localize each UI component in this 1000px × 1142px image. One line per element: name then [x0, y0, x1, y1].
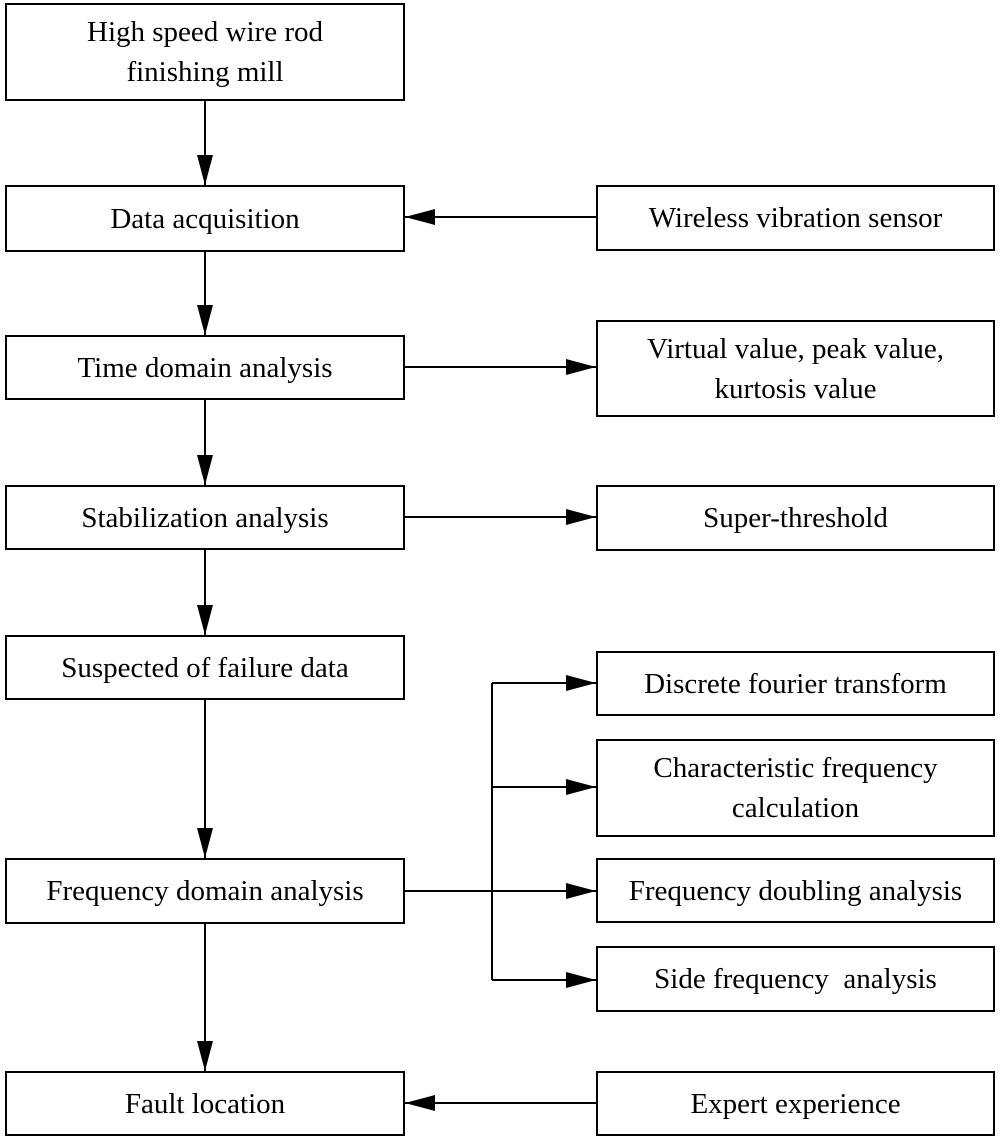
node-dft-label: Discrete fourier transform [644, 667, 947, 700]
node-stabilization-label: Stabilization analysis [81, 501, 329, 534]
node-suspected-label: Suspected of failure data [61, 651, 349, 684]
node-side-frequency-analysis: Side frequency analysis [596, 946, 995, 1012]
node-time-domain-label: Time domain analysis [77, 351, 333, 384]
node-data-acquisition: Data acquisition [5, 185, 405, 252]
node-data-acquisition-label: Data acquisition [110, 202, 300, 235]
node-side-freq-label: Side frequency analysis [654, 963, 937, 995]
node-time-domain-values: Virtual value, peak value, kurtosis valu… [596, 320, 995, 417]
node-threshold-label: Super-threshold [703, 502, 888, 534]
node-fault-location-label: Fault location [124, 1087, 286, 1120]
node-high-speed-wire-rod-finishing-mill: High speed wire rod finishing mill [5, 3, 405, 101]
node-discrete-fourier-transform: Discrete fourier transform [596, 651, 995, 716]
node-time-domain-analysis: Time domain analysis [5, 335, 405, 400]
node-freq-doubling-label: Frequency doubling analysis [628, 874, 963, 907]
node-sensor-label: Wireless vibration sensor [648, 202, 943, 234]
node-frequency-domain-label: Frequency domain analysis [46, 875, 364, 907]
node-mill-line-2: finishing mill [126, 56, 284, 88]
node-suspected-of-failure-data: Suspected of failure data [5, 635, 405, 700]
node-frequency-doubling-analysis: Frequency doubling analysis [596, 858, 995, 923]
node-expert-experience: Expert experience [596, 1071, 995, 1136]
node-expert-label: Expert experience [690, 1087, 901, 1120]
node-char-freq-line-2: calculation [731, 792, 860, 824]
node-fault-location: Fault location [5, 1071, 405, 1136]
node-characteristic-frequency-calculation: Characteristic frequency calculation [596, 739, 995, 837]
node-wireless-vibration-sensor: Wireless vibration sensor [596, 185, 995, 251]
node-char-freq-line-1: Characteristic frequency [653, 752, 938, 784]
node-stabilization-analysis: Stabilization analysis [5, 485, 405, 550]
node-super-threshold: Super-threshold [596, 485, 995, 551]
node-frequency-domain-analysis: Frequency domain analysis [5, 858, 405, 924]
node-time-values-line-2: kurtosis value [714, 372, 877, 405]
node-time-values-line-1: Virtual value, peak value, [647, 332, 944, 365]
node-mill-line-1: High speed wire rod [87, 16, 323, 48]
